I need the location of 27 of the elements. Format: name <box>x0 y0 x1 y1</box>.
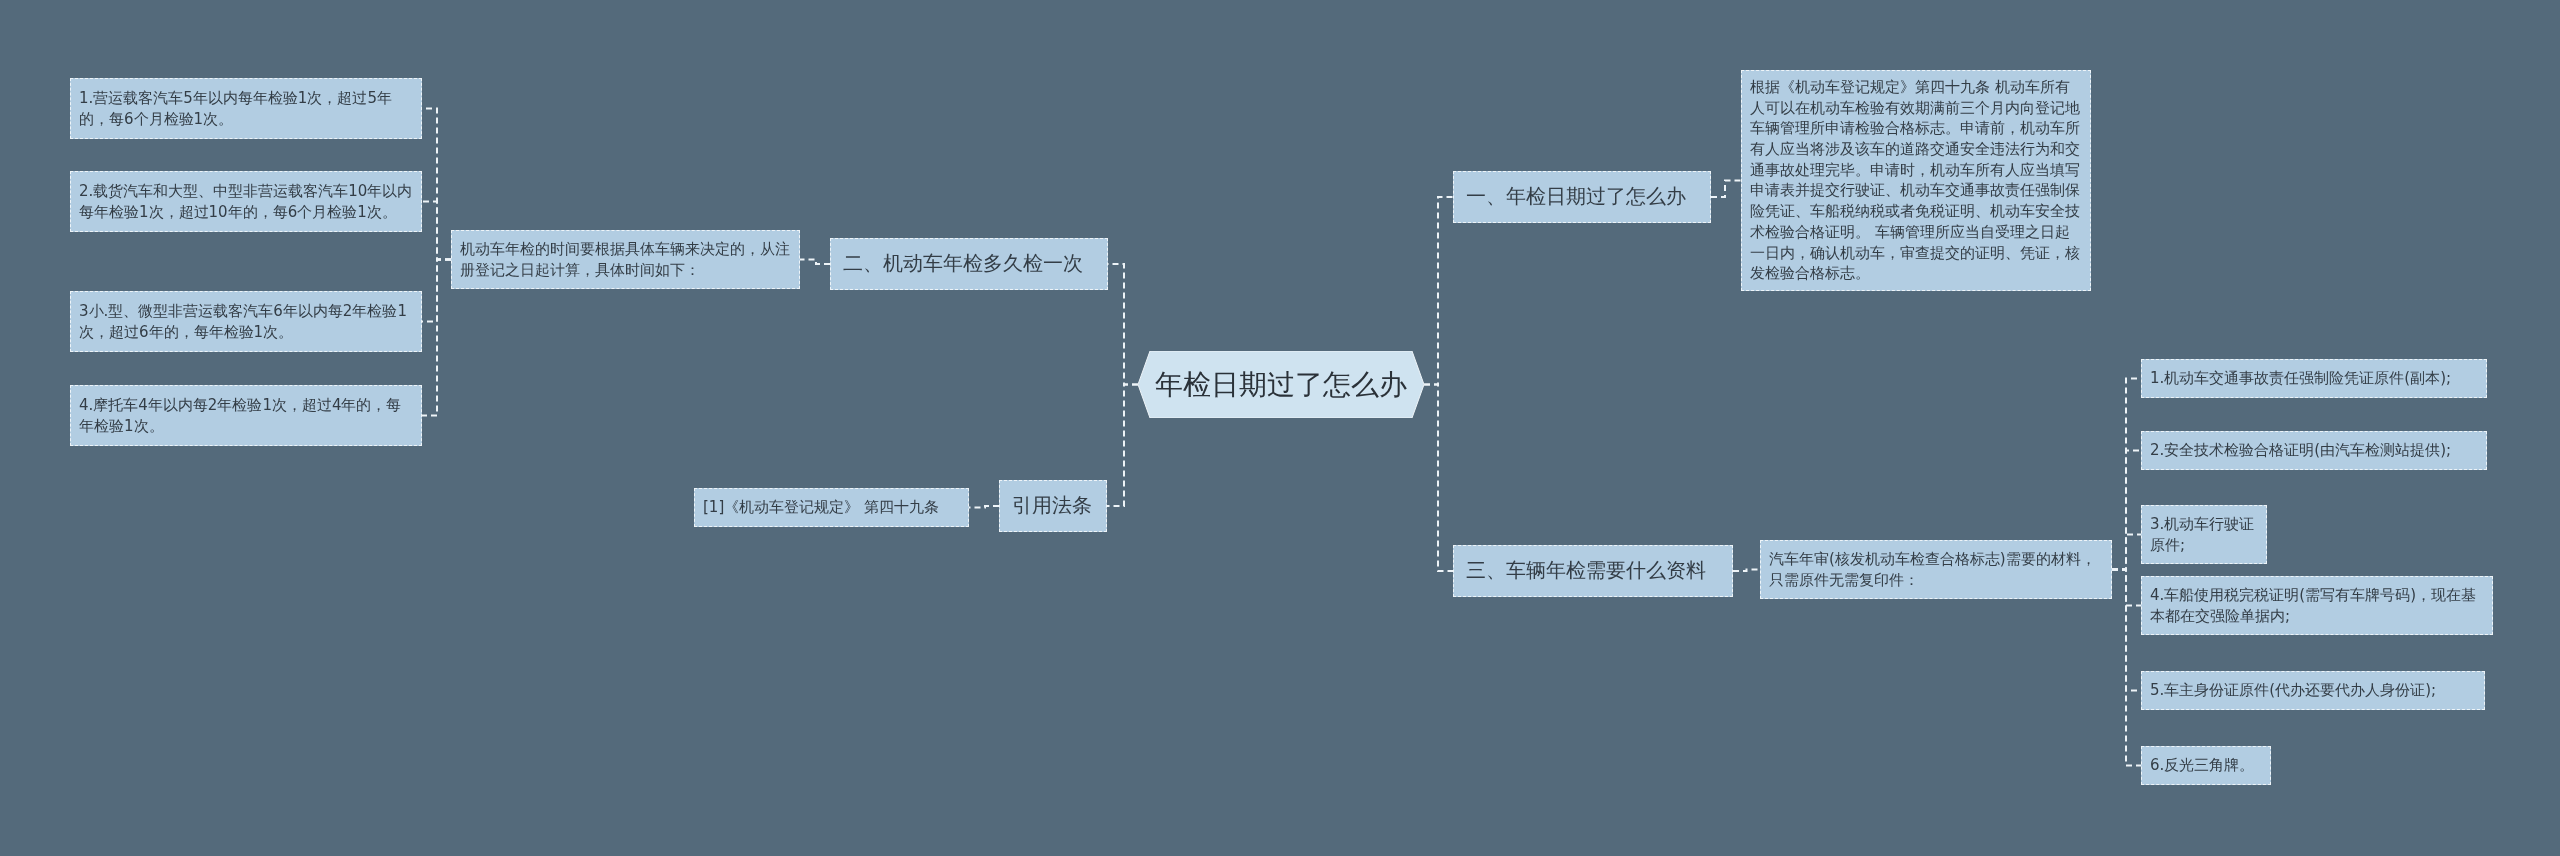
central-topic: 年检日期过了怎么办 <box>1138 351 1424 418</box>
connector-line <box>968 505 1000 509</box>
topic-box: 一、年检日期过了怎么办 <box>1453 171 1711 223</box>
topic-box: 1.营运载客汽车5年以内每年检验1次，超过5年的，每6个月检验1次。 <box>70 78 422 140</box>
topic-box: 机动车年检的时间要根据具体车辆来决定的，从注册登记之日起计算，具体时间如下： <box>451 230 800 290</box>
topic-box: 4.摩托车4年以内每2年检验1次，超过4年的，每年检验1次。 <box>70 385 422 447</box>
topic-box: 5.车主身份证原件(代办还要代办人身份证); <box>2141 671 2485 710</box>
connector-line <box>2111 568 2142 767</box>
topic-box: 2.载货汽车和大型、中型非营运载客汽车10年以内每年检验1次，超过10年的，每6个月检验1次。 <box>70 171 422 233</box>
connector-line <box>1106 383 1139 507</box>
topic-box: 三、车辆年检需要什么资料 <box>1453 545 1733 597</box>
topic-box: 汽车年审(核发机动车检查合格标志)需要的材料，只需原件无需复印件： <box>1760 540 2112 600</box>
topic-box: 3小.型、微型非营运载客汽车6年以内每2年检验1次，超过6年的，每年检验1次。 <box>70 291 422 353</box>
connector-line <box>1732 568 1761 572</box>
connector-line <box>421 258 452 417</box>
topic-box: 4.车船使用税完税证明(需写有车牌号码)，现在基本都在交强险单据内; <box>2141 576 2493 636</box>
topic-box: [1]《机动车登记规定》 第四十九条 <box>694 488 969 527</box>
connector-line <box>799 258 831 265</box>
topic-box: 根据《机动车登记规定》第四十九条 机动车所有人可以在机动车检验有效期满前三个月内向登记地车辆管理所申请检验合格标志。申请前，机动车所有人应当将涉及该车的道路交通安全违法行为和交通事故处理完毕。申请时，机动车所有人应当填写申请表并提交行驶证、机动车交通事故责任强制保险凭证、车船税纳税或者免税证明、机动车安全技术检验合格证明。 车辆管理所应当自受理之日起一日内，确认机动车，审查提交的证明、凭证，核发检验合格标志。 <box>1741 70 2091 291</box>
topic-box: 2.安全技术检验合格证明(由汽车检测站提供); <box>2141 431 2487 470</box>
topic-box: 6.反光三角牌。 <box>2141 746 2271 785</box>
connector-line <box>1423 383 1454 572</box>
topic-box: 引用法条 <box>999 480 1107 532</box>
topic-box: 3.机动车行驶证原件; <box>2141 505 2267 565</box>
connector-line <box>1710 179 1742 198</box>
topic-box: 1.机动车交通事故责任强制险凭证原件(副本); <box>2141 359 2487 398</box>
topic-box: 二、机动车年检多久检一次 <box>830 238 1108 290</box>
